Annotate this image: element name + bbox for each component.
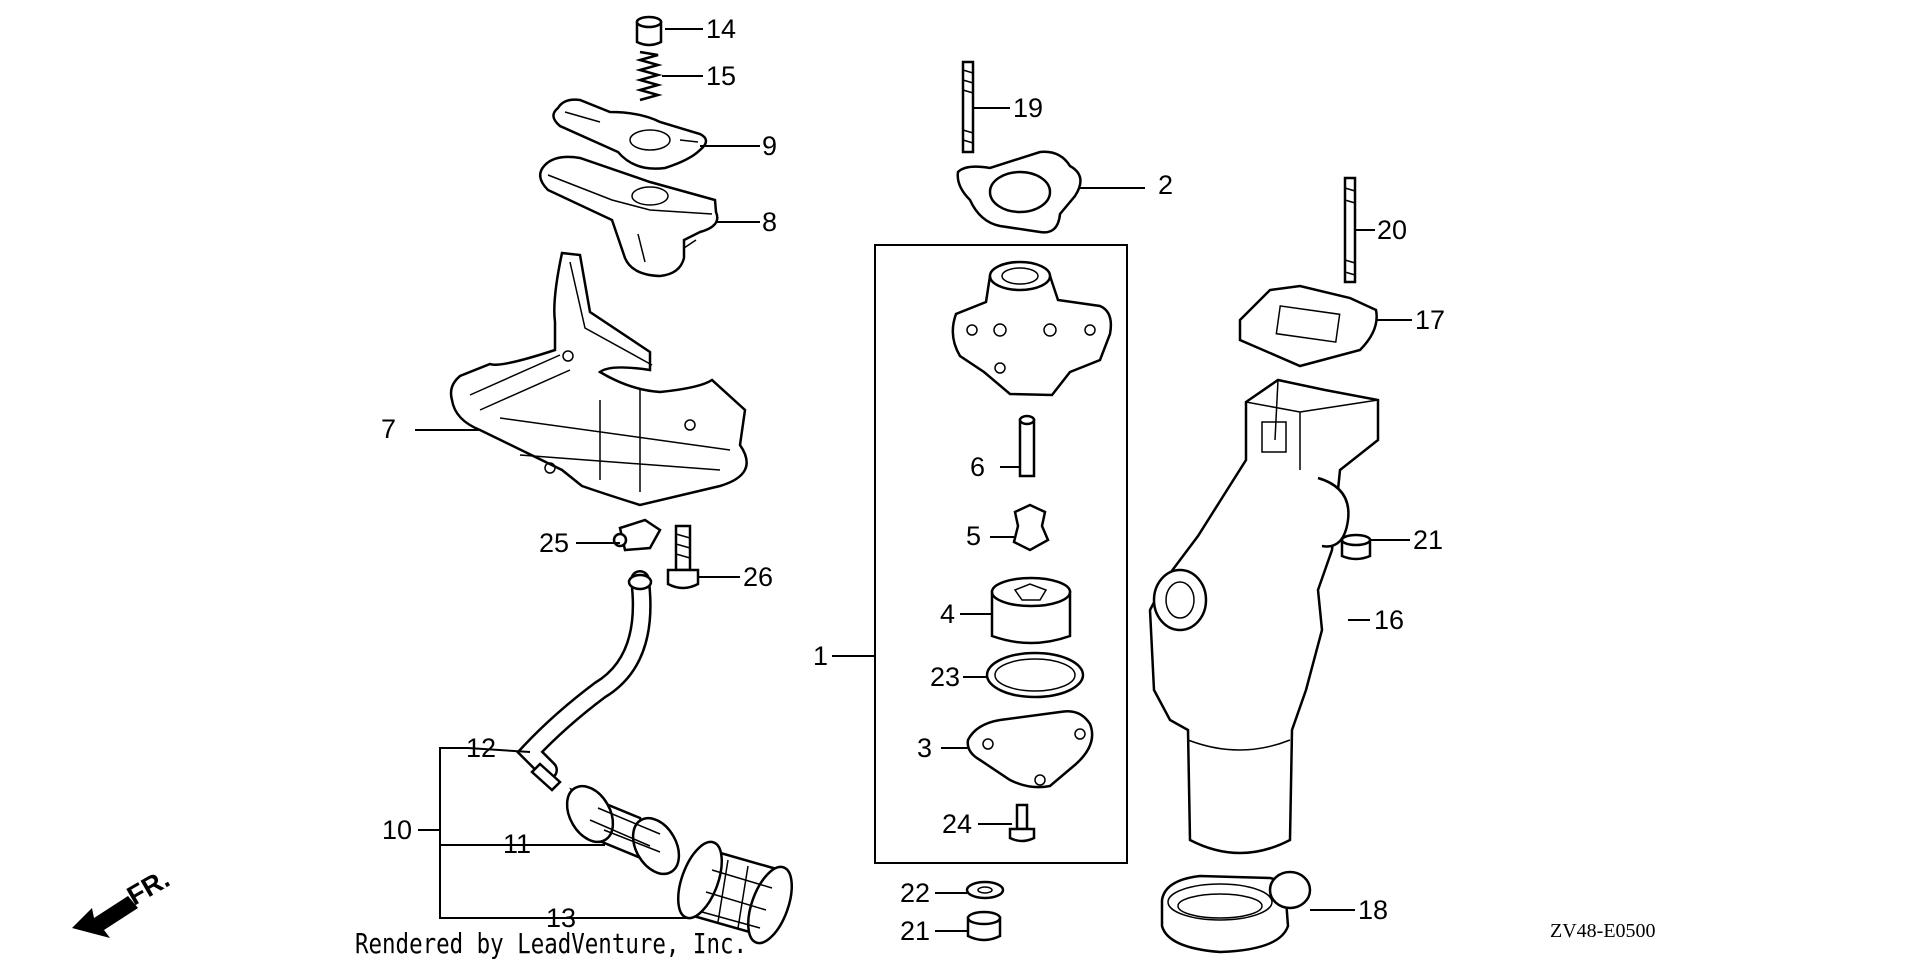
callout-10: 10 xyxy=(382,815,412,845)
callout-4: 4 xyxy=(940,599,955,629)
callout-19: 19 xyxy=(1013,93,1043,123)
callout-3: 3 xyxy=(917,733,932,763)
callout-18: 18 xyxy=(1358,895,1388,925)
callout-21-bottom: 21 xyxy=(900,916,930,946)
part-nut-right[interactable] xyxy=(1340,533,1372,561)
callout-23: 23 xyxy=(930,662,960,692)
callout-2: 2 xyxy=(1158,170,1173,200)
part-bolt-26[interactable] xyxy=(666,524,700,590)
callout-25: 25 xyxy=(539,528,569,558)
part-outer-rotor[interactable] xyxy=(990,576,1072,645)
part-cover-plate[interactable] xyxy=(539,155,719,278)
part-strainer[interactable] xyxy=(558,778,689,882)
part-shaft[interactable] xyxy=(1018,414,1036,478)
part-screw-24[interactable] xyxy=(1008,803,1036,843)
part-o-ring[interactable] xyxy=(985,651,1085,699)
part-washer[interactable] xyxy=(965,880,1005,900)
callout-5: 5 xyxy=(966,521,981,551)
callout-13: 13 xyxy=(546,903,576,933)
callout-6: 6 xyxy=(970,452,985,482)
part-stud-19[interactable] xyxy=(961,60,975,154)
callout-26: 26 xyxy=(743,562,773,592)
callout-7: 7 xyxy=(381,414,396,444)
part-stud-20[interactable] xyxy=(1343,176,1357,284)
credit-text: Rendered by LeadVenture, Inc. xyxy=(355,927,747,959)
callout-12: 12 xyxy=(466,733,496,763)
part-gasket-2[interactable] xyxy=(956,150,1082,234)
part-seal[interactable] xyxy=(1160,870,1312,954)
part-exhaust-pipe[interactable] xyxy=(1148,378,1380,855)
callout-20: 20 xyxy=(1377,215,1407,245)
part-inner-rotor[interactable] xyxy=(1012,503,1050,552)
callout-16: 16 xyxy=(1374,605,1404,635)
callout-15: 15 xyxy=(706,61,736,91)
part-pump-housing[interactable] xyxy=(951,260,1113,397)
assembly-frame xyxy=(874,244,1128,864)
diagram-code: ZV48-E0500 xyxy=(1550,920,1656,942)
callout-11: 11 xyxy=(503,829,531,859)
callout-labels: 1 2 3 4 5 6 7 8 9 10 11 12 13 14 15 16 1… xyxy=(381,14,1445,946)
callout-9: 9 xyxy=(762,131,777,161)
part-cap[interactable] xyxy=(635,15,663,47)
part-bracket-plate[interactable] xyxy=(449,251,748,507)
callout-14: 14 xyxy=(706,14,736,44)
part-clip[interactable] xyxy=(612,518,662,552)
callout-22: 22 xyxy=(900,878,930,908)
part-spring[interactable] xyxy=(635,50,663,102)
callout-1: 1 xyxy=(813,641,828,671)
callout-24: 24 xyxy=(942,809,972,839)
part-gasket-9[interactable] xyxy=(552,98,708,170)
callout-8: 8 xyxy=(762,207,777,237)
part-nut-bottom[interactable] xyxy=(966,910,1002,942)
callout-17: 17 xyxy=(1415,305,1445,335)
callout-21-right: 21 xyxy=(1413,525,1443,555)
part-gasket-17[interactable] xyxy=(1238,284,1378,368)
leader-lines xyxy=(415,28,1412,932)
part-hose[interactable] xyxy=(516,570,653,792)
front-direction-arrow: FR. xyxy=(72,863,175,938)
part-pump-cover[interactable] xyxy=(966,710,1094,789)
